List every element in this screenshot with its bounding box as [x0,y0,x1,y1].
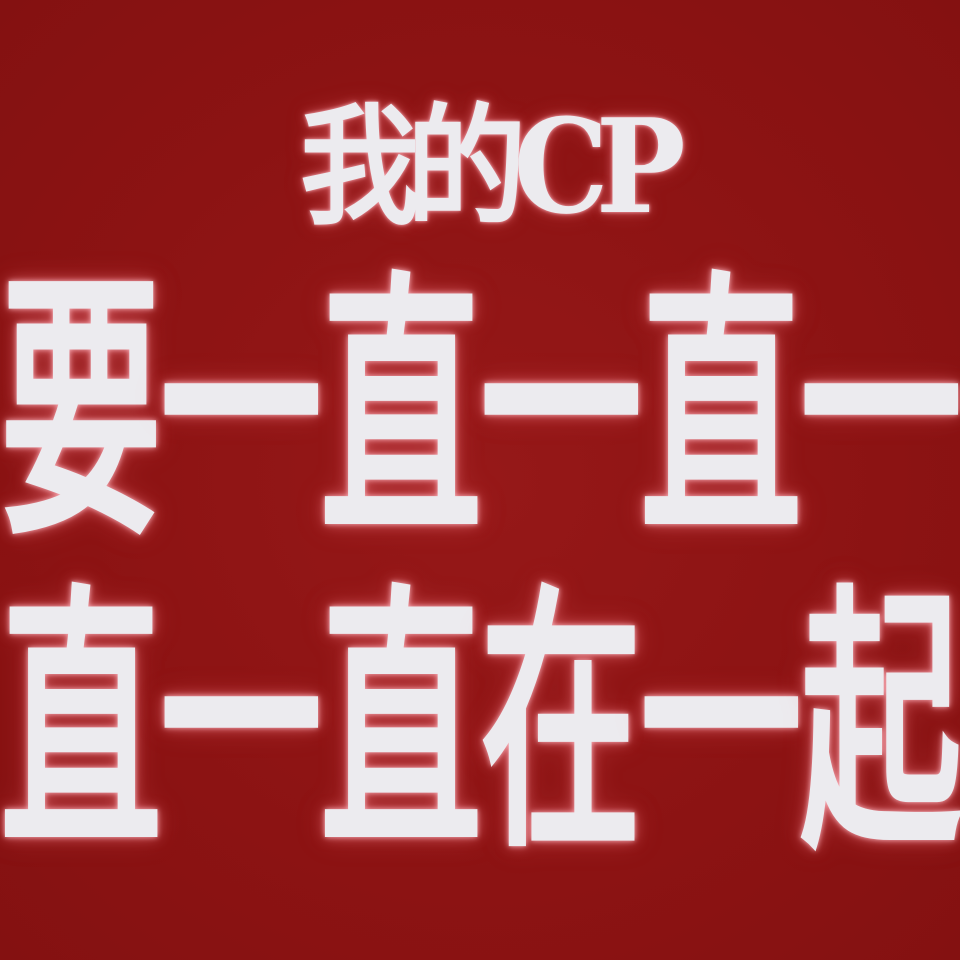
char: 一 [160,560,322,888]
char: 一 [480,247,642,575]
char: 在 [480,560,642,888]
char: 要 [0,247,162,575]
title-text: 我的CP [300,90,686,243]
char: 一 [800,247,960,575]
char: 一 [640,560,802,888]
char: 直 [320,560,482,888]
char: 直 [0,560,162,888]
slogan-line-2: 直 一 直 在 一 起 [0,585,960,864]
char: 起 [800,560,960,888]
char: 一 [160,247,322,575]
char: 直 [320,247,482,575]
slogan-line-1: 要 一 直 一 直 一 [0,272,960,551]
char: 直 [640,247,802,575]
